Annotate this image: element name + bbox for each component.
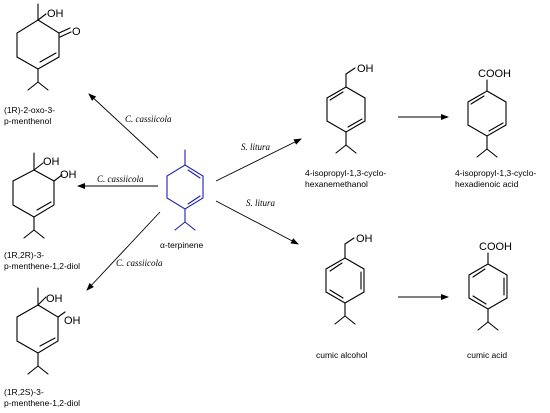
oh-atom-label: OH [60, 169, 77, 181]
diol-1r2s-structure [16, 287, 66, 375]
cyclohexadienoic-acid-structure [467, 79, 507, 158]
cooh-atom-label: COOH [479, 241, 512, 253]
cyclohexanemethanol-structure [326, 67, 366, 154]
cyclohexadienoic-acid-label-2: hexadienoic acid [455, 179, 519, 189]
cumic-acid-structure [468, 252, 508, 331]
arrow-to-cumic-alcohol [215, 200, 299, 245]
oh-atom-label: OH [47, 8, 64, 20]
oh-atom-label: OH [43, 156, 60, 168]
cooh-atom-label: COOH [478, 68, 511, 80]
o-atom-label: O [72, 26, 81, 38]
organism-label-c-cassiicola: C. cassiicola [116, 258, 163, 268]
terpinene-label: α-terpinene [160, 240, 203, 250]
organism-label-c-cassiicola: C. cassiicola [125, 114, 172, 124]
organism-label-s-litura: S. litura [246, 198, 276, 208]
cumic-alcohol-structure [325, 237, 365, 325]
diol-1r2r-label-2: p-menthene-1,2-diol [4, 261, 80, 271]
cumic-alcohol-label: cumic alcohol [316, 350, 368, 360]
arrow-to-oxo-menthenol [88, 93, 159, 159]
diol-1r2s-label-2: p-menthene-1,2-diol [4, 398, 80, 408]
oh-atom-label: OH [357, 63, 374, 75]
cyclohexanemethanol-label-1: 4-isopropyl-1,3-cyclo- [305, 168, 386, 178]
organism-label-s-litura: S. litura [241, 142, 271, 152]
oh-atom-label: OH [356, 233, 373, 245]
arrow-to-diol-1r2s [86, 211, 161, 291]
diol-1r2r-structure [12, 152, 63, 239]
organism-label-c-cassiicola: C. cassiicola [97, 174, 144, 184]
cyclohexadienoic-acid-label-1: 4-isopropyl-1,3-cyclo- [455, 168, 536, 178]
oh-atom-label: OH [46, 293, 63, 305]
cumic-acid-label: cumic acid [467, 350, 507, 360]
oxo-menthenol-label-1: (1R)-2-oxo-3- [4, 105, 55, 115]
oxo-menthenol-label-2: p-menthenol [4, 116, 51, 126]
terpinene-structure [166, 149, 204, 231]
oh-atom-label: OH [64, 315, 81, 327]
arrow-to-cyclohexanemethanol [215, 138, 302, 182]
oxo-menthenol-structure [16, 3, 72, 91]
cyclohexanemethanol-label-2: hexanemethanol [305, 179, 368, 189]
diol-1r2r-label-1: (1R,2R)-3- [4, 250, 44, 260]
diol-1r2s-label-1: (1R,2S)-3- [4, 387, 44, 397]
